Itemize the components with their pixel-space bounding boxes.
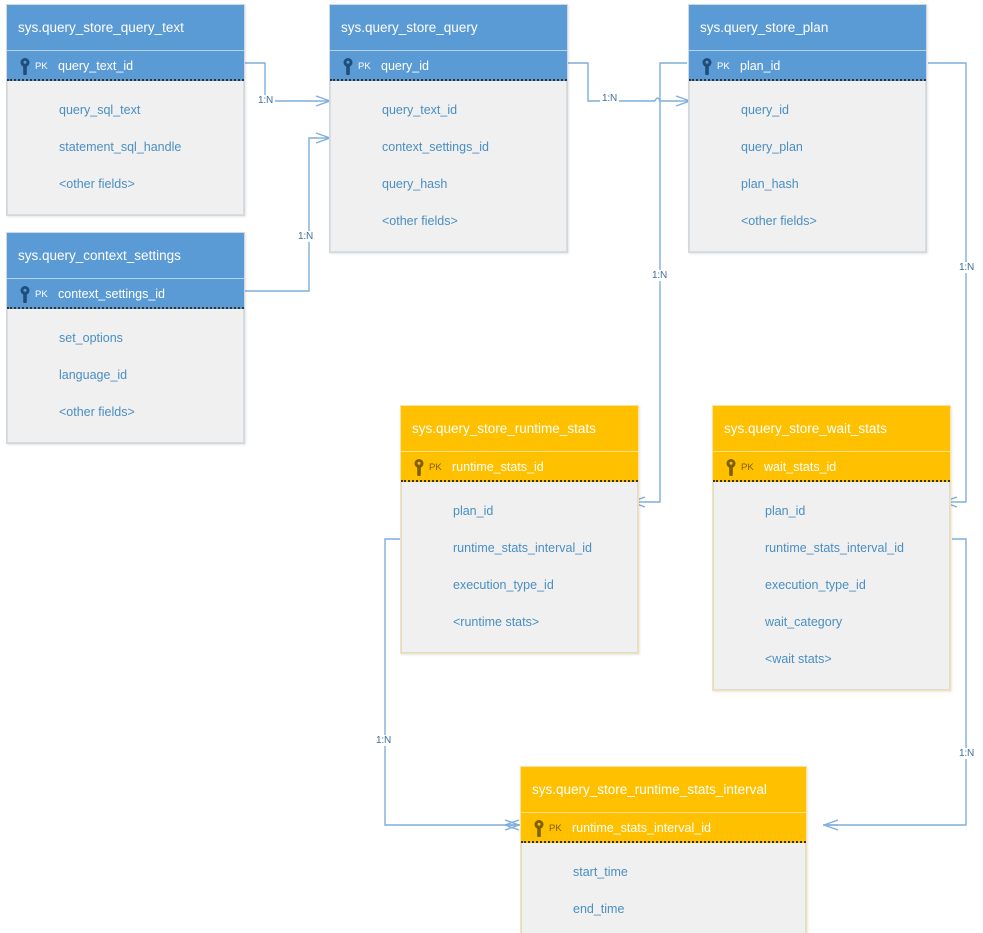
entity-field: plan_id — [453, 504, 494, 518]
entity-title: sys.query_store_plan — [689, 5, 926, 50]
entity-query-store-plan[interactable]: sys.query_store_plan PK plan_id query_id… — [688, 4, 927, 253]
entity-title: sys.query_store_runtime_stats — [401, 406, 638, 451]
relationship-query-to-plan — [568, 62, 691, 107]
relationship-label-plan-to-wait-stats: 1:N — [957, 262, 976, 273]
entity-field: query_sql_text — [59, 103, 141, 117]
pk-field-name: query_text_id — [58, 59, 134, 73]
entity-field: execution_type_id — [453, 578, 554, 592]
pk-field-name: plan_id — [740, 59, 781, 73]
entity-field: set_options — [59, 331, 123, 345]
entity-field: <wait stats> — [765, 652, 832, 666]
relationship-label-interval-to-wait-stats: 1:N — [957, 748, 976, 759]
entity-field: query_hash — [382, 177, 448, 191]
entity-field: query_id — [741, 103, 789, 117]
entity-field: statement_sql_handle — [59, 140, 182, 154]
primary-key-icon — [343, 58, 353, 75]
primary-key-icon — [702, 58, 712, 75]
entity-field-list: set_options language_id <other fields> — [7, 309, 244, 443]
entity-field: context_settings_id — [382, 140, 490, 154]
entity-field-list: start_time end_time — [521, 843, 806, 933]
entity-field: plan_hash — [741, 177, 799, 191]
entity-title: sys.query_store_query_text — [7, 5, 244, 50]
entity-query-context-settings[interactable]: sys.query_context_settings PK context_se… — [6, 232, 245, 444]
relationship-label-context-to-query: 1:N — [296, 231, 315, 242]
entity-field: language_id — [59, 368, 128, 382]
entity-field: <other fields> — [741, 214, 817, 228]
entity-field-list: plan_id runtime_stats_interval_id execut… — [713, 482, 950, 690]
pk-badge: PK — [741, 462, 754, 473]
relationship-label-plan-to-runtime-stats: 1:N — [650, 270, 669, 281]
entity-primary-key-row: PK query_id — [330, 50, 567, 81]
entity-title: sys.query_store_query — [330, 5, 567, 50]
entity-query-store-runtime-stats-interval[interactable]: sys.query_store_runtime_stats_interval P… — [520, 766, 807, 933]
entity-field: start_time — [573, 865, 628, 879]
primary-key-icon — [414, 459, 424, 476]
primary-key-icon — [20, 58, 30, 75]
pk-badge: PK — [358, 61, 371, 72]
relationship-label-interval-to-runtime-stats: 1:N — [374, 735, 393, 746]
entity-title: sys.query_store_runtime_stats_interval — [521, 767, 806, 812]
entity-query-store-query-text[interactable]: sys.query_store_query_text PK query_text… — [6, 4, 245, 216]
pk-field-name: wait_stats_id — [764, 460, 837, 474]
entity-primary-key-row: PK context_settings_id — [7, 278, 244, 309]
primary-key-icon — [20, 286, 30, 303]
entity-field: <other fields> — [59, 405, 135, 419]
relationship-label-text-to-query: 1:N — [256, 95, 275, 106]
entity-primary-key-row: PK runtime_stats_interval_id — [521, 812, 806, 843]
pk-field-name: context_settings_id — [58, 287, 166, 301]
entity-title: sys.query_store_wait_stats — [713, 406, 950, 451]
primary-key-icon — [726, 459, 736, 476]
pk-field-name: runtime_stats_interval_id — [572, 821, 711, 835]
entity-field: <other fields> — [382, 214, 458, 228]
entity-field: wait_category — [765, 615, 843, 629]
entity-field: <runtime stats> — [453, 615, 540, 629]
relationship-label-query-to-plan: 1:N — [600, 93, 619, 104]
entity-field: runtime_stats_interval_id — [453, 541, 592, 555]
entity-title: sys.query_context_settings — [7, 233, 244, 278]
entity-primary-key-row: PK runtime_stats_id — [401, 451, 638, 482]
entity-field-list: query_text_id context_settings_id query_… — [330, 81, 567, 252]
entity-field-list: query_sql_text statement_sql_handle <oth… — [7, 81, 244, 215]
relationship-plan-to-runtime-stats — [630, 62, 687, 508]
entity-field: plan_id — [765, 504, 806, 518]
entity-field: query_text_id — [382, 103, 458, 117]
pk-field-name: runtime_stats_id — [452, 460, 544, 474]
relationship-context-to-query — [245, 132, 331, 292]
entity-field-list: plan_id runtime_stats_interval_id execut… — [401, 482, 638, 653]
entity-primary-key-row: PK wait_stats_id — [713, 451, 950, 482]
entity-field: <other fields> — [59, 177, 135, 191]
entity-field: execution_type_id — [765, 578, 866, 592]
pk-field-name: query_id — [381, 59, 429, 73]
entity-query-store-wait-stats[interactable]: sys.query_store_wait_stats PK wait_stats… — [712, 405, 951, 691]
pk-badge: PK — [35, 289, 48, 300]
entity-query-store-runtime-stats[interactable]: sys.query_store_runtime_stats PK runtime… — [400, 405, 639, 654]
entity-query-store-query[interactable]: sys.query_store_query PK query_id query_… — [329, 4, 568, 253]
primary-key-icon — [534, 820, 544, 837]
entity-primary-key-row: PK plan_id — [689, 50, 926, 81]
pk-badge: PK — [35, 61, 48, 72]
entity-primary-key-row: PK query_text_id — [7, 50, 244, 81]
pk-badge: PK — [429, 462, 442, 473]
entity-field: end_time — [573, 902, 625, 916]
entity-field: runtime_stats_interval_id — [765, 541, 904, 555]
entity-field: query_plan — [741, 140, 803, 154]
pk-badge: PK — [549, 823, 562, 834]
entity-field-list: query_id query_plan plan_hash <other fie… — [689, 81, 926, 252]
pk-badge: PK — [717, 61, 730, 72]
